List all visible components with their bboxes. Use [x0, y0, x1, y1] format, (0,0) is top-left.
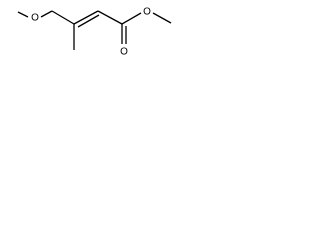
bond-ch2-c3 — [51, 10, 75, 25]
bond-o-ch2 — [40, 10, 53, 18]
atom-label-ester-o: O — [143, 7, 151, 18]
atom-label-carbonyl-o: O — [120, 47, 128, 58]
bond-methyl-o-left — [17, 11, 29, 18]
bond-o-ester-methyl — [152, 12, 172, 24]
bonds — [17, 10, 172, 50]
atom-labels: O O O — [31, 7, 151, 58]
atom-label-methoxy-o: O — [31, 13, 39, 24]
bond-c2-c1 — [97, 10, 123, 25]
skeletal-formula: O O O — [17, 7, 172, 58]
bond-c1-o-ester — [121, 12, 142, 25]
bond-c3-c2-double — [77, 14, 100, 28]
bond-c3-c2 — [73, 10, 99, 25]
